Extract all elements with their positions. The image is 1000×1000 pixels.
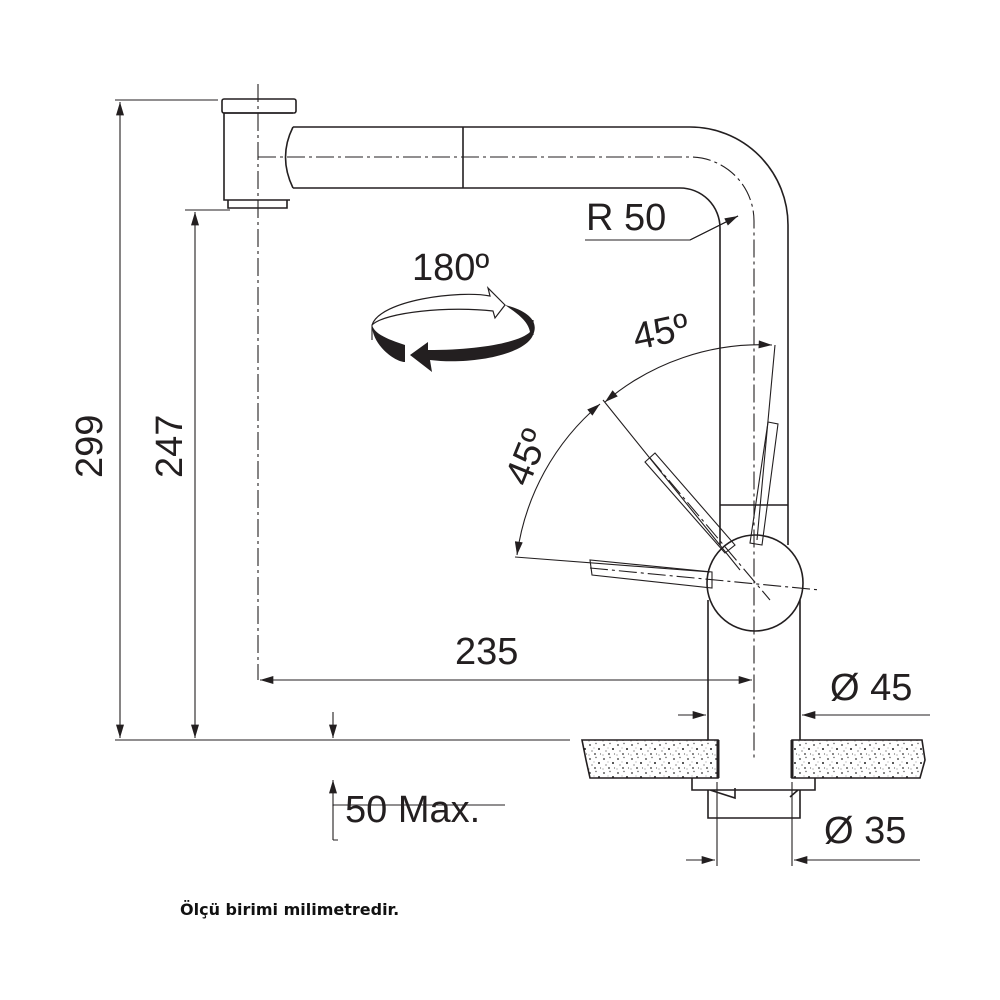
dim-spout-reach: 235 <box>455 631 518 673</box>
dim-total-height: 299 <box>69 415 111 478</box>
units-note: Ölçü birimi milimetredir. <box>180 900 400 919</box>
lever-positions <box>589 421 779 589</box>
dim-lever-angle-upper: 45º <box>629 306 693 359</box>
spout-inner <box>293 187 721 505</box>
dim-body-diameter: Ø 45 <box>830 667 912 709</box>
lever-90 <box>589 559 713 589</box>
dim-max-countertop: 50 Max. <box>345 789 480 831</box>
spray-head-cap <box>221 98 297 114</box>
dimension-lines <box>115 99 930 864</box>
faucet-outline <box>221 84 821 760</box>
spray-head-joint <box>284 126 294 189</box>
dim-spout-height: 247 <box>149 415 191 478</box>
dim-swivel-angle: 180º <box>412 247 489 289</box>
lever-45 <box>644 452 736 554</box>
faucet-base <box>707 600 801 740</box>
dim-bend-radius: R 50 <box>586 197 666 239</box>
dim-lever-angle-lower: 45º <box>497 423 557 491</box>
countertop <box>581 739 926 866</box>
lever-hub <box>706 534 804 632</box>
spout-outer <box>293 126 789 505</box>
dim-hole-diameter: Ø 35 <box>824 810 906 852</box>
lever-vertical <box>749 421 779 546</box>
rotation-arrow-icon <box>371 286 535 372</box>
